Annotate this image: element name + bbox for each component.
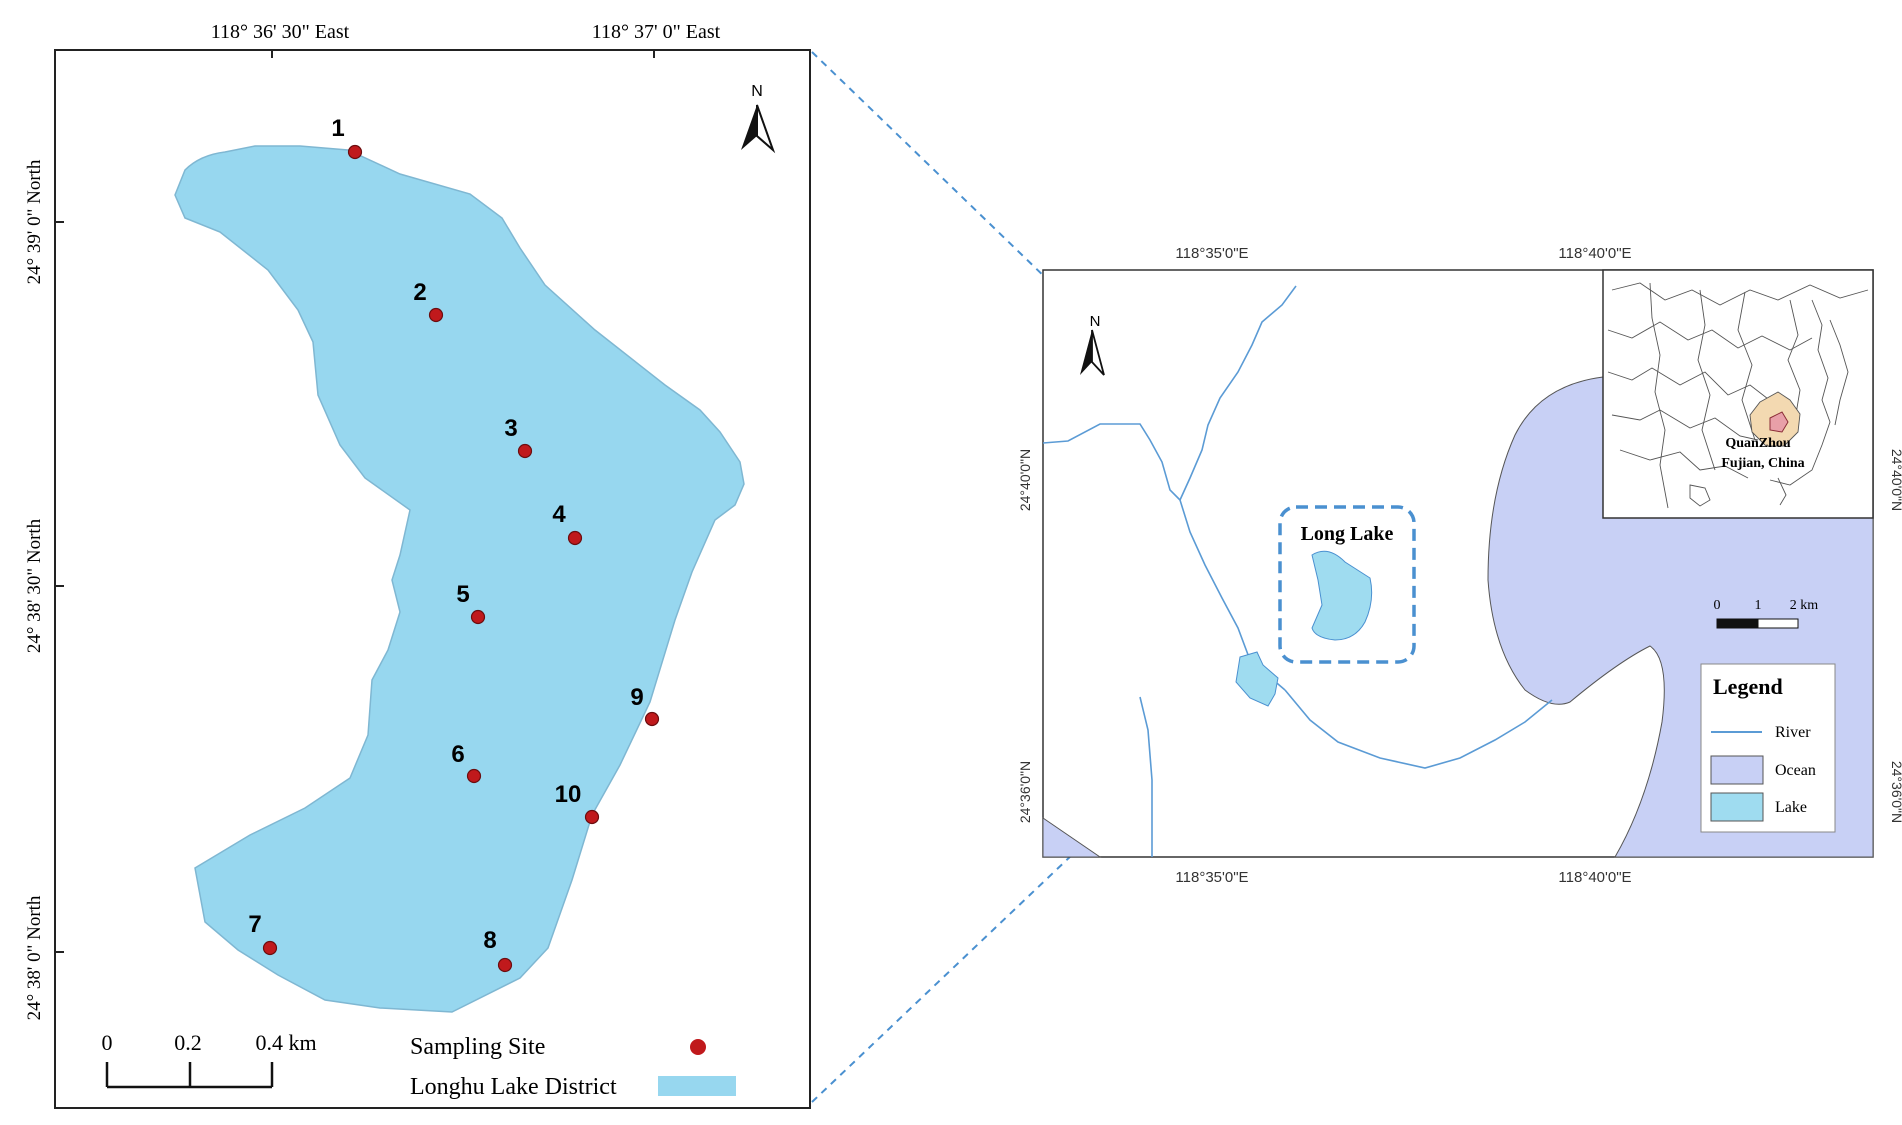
site-label-7: 7 [248,911,261,938]
sampling-site-5 [470,609,486,625]
site-label-6: 6 [451,741,464,768]
legend-lake-swatch [1710,792,1764,822]
sampling-site-6 [466,768,482,784]
right-left-tick-1: 24°40'0"N [1017,449,1033,511]
site-label-4: 4 [552,501,566,528]
legend-lake-district-swatch [658,1076,736,1096]
sampling-site-4 [567,530,583,546]
longhu-lake-polygon [174,145,745,1013]
legend-sampling-site-symbol [690,1039,706,1055]
left-legend: Sampling Site Longhu Lake District [410,1034,736,1100]
inset-map: QuanZhou Fujian, China [1602,269,1874,519]
sampling-site-8 [497,957,513,973]
right-scale-tick-2: 2 km [1790,598,1819,613]
right-north-arrow: N [1080,313,1105,376]
left-top-tick-2: 118° 37' 0" East [592,21,721,43]
legend-ocean-label: Ocean [1775,762,1816,779]
legend-sampling-site-label: Sampling Site [410,1034,545,1060]
right-scale-bar: 0 1 2 km [1714,598,1819,629]
left-side-tick-2: 24° 38' 30" North [24,518,45,653]
left-north-arrow: N [741,83,776,154]
left-top-tick-1: 118° 36' 30" East [211,21,350,43]
sampling-site-1 [347,144,363,160]
left-side-tick-3: 24° 38' 0" North [24,895,45,1020]
connector-line-bottom [811,661,1276,1103]
site-label-10: 10 [555,781,582,808]
site-label-5: 5 [456,581,469,608]
sampling-site-9 [644,711,660,727]
long-lake-polygon [1311,550,1373,641]
right-legend-title: Legend [1713,674,1783,699]
left-scale-tick-2: 0.4 km [255,1030,316,1055]
sampling-site-7 [262,940,278,956]
legend-lake-district-label: Longhu Lake District [410,1074,617,1100]
rivers [1042,285,1553,857]
left-side-tick-1: 24° 39' 0" North [24,159,45,284]
sampling-site-10 [584,809,600,825]
left-scale-tick-0: 0 [102,1030,113,1055]
sampling-sites: 1 2 3 4 5 9 6 10 7 8 [248,115,660,973]
right-left-tick-2: 24°36'0"N [1017,761,1033,823]
right-bottom-tick-2: 118°40'0"E [1558,869,1631,886]
right-right-tick-1: 24°40'0"N [1889,449,1902,511]
left-scale-bar: 0 0.2 0.4 km [102,1030,317,1089]
inset-label-fujian: Fujian, China [1721,456,1804,471]
sampling-site-2 [428,307,444,323]
right-bottom-tick-1: 118°35'0"E [1175,869,1248,886]
ocean-polygon-southwest [1042,817,1102,858]
right-top-tick-1: 118°35'0"E [1175,245,1248,262]
inset-quanzhou-highlight [1769,411,1789,433]
right-scale-tick-1: 1 [1755,598,1762,613]
site-label-3: 3 [504,415,517,442]
left-scale-tick-1: 0.2 [174,1030,202,1055]
inset-label-quanzhou: QuanZhou [1725,436,1791,451]
left-north-label: N [751,83,763,100]
inset-province-borders [1607,282,1869,509]
right-north-label: N [1090,313,1101,330]
legend-lake-label: Lake [1775,799,1807,816]
site-label-9: 9 [630,684,643,711]
inset-map-frame [1602,269,1874,519]
right-legend: Legend River Ocean Lake [1700,663,1836,833]
long-lake-highlight-box [1278,505,1416,664]
site-label-8: 8 [483,927,496,954]
sampling-site-3 [517,443,533,459]
right-right-tick-2: 24°36'0"N [1889,761,1902,823]
legend-ocean-swatch [1710,755,1764,785]
long-lake-label: Long Lake [1301,523,1394,545]
right-scale-tick-0: 0 [1714,598,1721,613]
site-label-2: 2 [413,279,426,306]
legend-river-label: River [1775,724,1811,741]
right-top-tick-2: 118°40'0"E [1558,245,1631,262]
site-label-1: 1 [331,115,344,142]
small-lake-polygon [1235,651,1279,707]
